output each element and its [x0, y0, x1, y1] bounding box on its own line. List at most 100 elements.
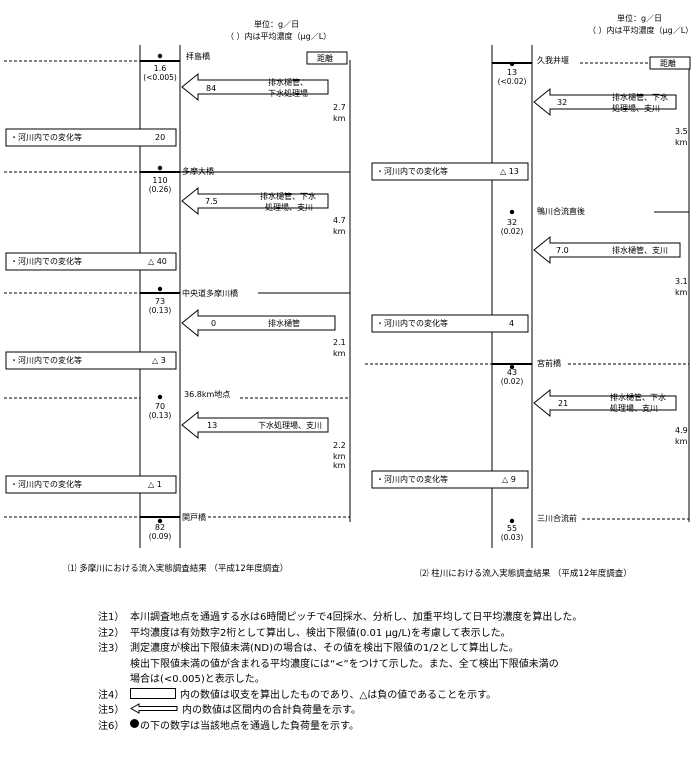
right-inflow-1-text2: 処理場、支川 [612, 103, 660, 113]
right-change-2-label: ・河川内での変化等 [376, 318, 448, 328]
note-6: 注6） の下の数字は当該地点を通過した負荷量を示す。 [98, 718, 688, 735]
left-point-2-name: 多摩大橋 [182, 166, 214, 176]
note-4: 注4） 内の数値は収支を算出したものであり、△は負の値であることを示す。 [98, 687, 688, 704]
notes-section: 注1） 本川調査地点を通過する水は6時間ピッチで4回採水、分析し、加重平均して日… [98, 610, 688, 734]
left-change-4-label: ・河川内での変化等 [10, 479, 82, 489]
left-inflow-2-text1: 排水樋管、下水 [260, 191, 316, 201]
left-inflow-1-text1: 排水樋管、 [268, 77, 308, 87]
right-point-4-load: 55 [507, 524, 517, 533]
left-point-3-name: 中央道多摩川橋 [182, 288, 238, 298]
left-inflow-1-value: 84 [206, 84, 216, 93]
left-point-dot [157, 394, 163, 400]
left-inflow-arrow-3 [181, 308, 336, 338]
right-inflow-arrow-1 [533, 87, 677, 117]
note-5-text: 内の数値は区間内の合計負荷量を示す。 [182, 705, 361, 716]
right-point-dot [509, 61, 515, 67]
note-1-text: 本川調査地点を通過する水は6時間ピッチで4回採水、分析し、加重平均して日平均濃度… [130, 612, 583, 623]
right-point-4-conc: (0.03) [501, 533, 524, 542]
note-4-text: 内の数値は収支を算出したものであり、△は負の値であることを示す。 [180, 689, 497, 701]
legend-box-icon [130, 687, 176, 699]
right-inflow-3-text1: 排水樋管、下水 [610, 392, 666, 402]
right-point-dot [509, 364, 515, 370]
note-6-text: の下の数字は当該地点を通過した負荷量を示す。 [140, 720, 359, 732]
left-point-dot [157, 286, 163, 292]
right-change-1-label: ・河川内での変化等 [376, 166, 448, 176]
left-point-1-load: 1.6 [154, 64, 167, 73]
left-distance-1-value: 2.7 [333, 103, 346, 112]
left-distance-3-value: 2.1 [333, 338, 346, 347]
right-caption: ⑵ 柱川における流入実態調査結果 （平成12年度調査） [420, 568, 632, 579]
left-change-2-label: ・河川内での変化等 [10, 256, 82, 266]
right-distance-1-unit: km [675, 138, 688, 147]
left-point-1-conc: (<0.005) [143, 73, 177, 82]
right-unit-line1: 単位：g／日 [617, 13, 662, 23]
left-point-4-load: 70 [155, 402, 165, 411]
right-inflow-3-text2: 処理場、支川 [610, 403, 658, 413]
right-point-3-name: 宮前橋 [537, 358, 561, 368]
left-distance-2-unit: km [333, 227, 346, 236]
left-point-5-load: 82 [155, 523, 165, 532]
legend-dot-icon [130, 718, 139, 728]
left-distance-2-value: 4.7 [333, 216, 346, 225]
right-change-3-label: ・河川内での変化等 [376, 474, 448, 484]
left-change-4-value: △ 1 [148, 480, 162, 489]
left-point-dot [157, 165, 163, 171]
left-point-dot [157, 518, 163, 524]
note-2-label: 注2） [98, 627, 125, 639]
left-change-box-4 [5, 475, 177, 494]
left-point-1-name: 拝島橋 [186, 51, 210, 61]
right-change-3-value: △ 9 [502, 475, 516, 484]
left-unit-line1: 単位：g／日 [254, 19, 299, 29]
right-distance-label: 距離 [660, 58, 676, 68]
left-inflow-3-text1: 排水樋管 [268, 318, 300, 328]
right-change-box-1 [371, 162, 529, 181]
right-distance-1-value: 3.5 [675, 127, 688, 136]
left-inflow-4-text1: 下水処理場、支川 [258, 420, 322, 430]
note-5: 注5） 内の数値は区間内の合計負荷量を示す。 [98, 703, 688, 719]
right-point-1-name: 久我井堰 [537, 55, 569, 65]
right-inflow-1-text1: 排水樋管、下水 [612, 92, 668, 102]
right-distance-box [649, 56, 691, 70]
note-3-label: 注3） [98, 643, 125, 654]
left-point-dot [157, 53, 163, 59]
left-point-3-conc: (0.13) [149, 306, 172, 315]
legend-arrow-icon [130, 703, 178, 714]
right-distance-2-unit: km [675, 288, 688, 297]
right-change-2-value: 4 [509, 319, 514, 328]
left-distance-4-unit2: km [333, 461, 346, 470]
left-inflow-2-text2: 処理場、支川 [265, 202, 313, 212]
right-point-2-conc: (0.02) [501, 227, 524, 236]
left-unit-line2: （ ）内は平均濃度（μg／L） [226, 31, 331, 41]
left-caption: ⑴ 多摩川における流入実態調査結果 （平成12年度調査） [68, 563, 288, 574]
left-change-box-2 [5, 252, 177, 271]
left-inflow-3-value: 0 [211, 319, 216, 328]
right-inflow-3-value: 21 [558, 399, 568, 408]
right-inflow-2-text1: 排水樋管、支川 [612, 245, 668, 255]
note-3: 注3） 測定濃度が検出下限値未満(ND)の場合は、その値を検出下限値の1/2とし… [98, 641, 688, 657]
right-point-1-conc: (<0.02) [498, 77, 527, 86]
right-point-4-name: 三川合流前 [537, 513, 577, 523]
left-change-box-3 [5, 351, 177, 370]
note-1-label: 注1） [98, 612, 125, 623]
left-distance-3-unit: km [333, 349, 346, 358]
note-3-cont2: 場合は(<0.005)と表示した。 [130, 674, 265, 685]
note-4-label: 注4） [98, 689, 125, 701]
right-inflow-2-value: 7.0 [556, 246, 569, 255]
left-distance-1-unit: km [333, 114, 346, 123]
left-point-2-conc: (0.26) [149, 185, 172, 194]
left-change-1-value: 20 [155, 133, 165, 142]
note-3-text: 測定濃度が検出下限値未満(ND)の場合は、その値を検出下限値の1/2として算出し… [130, 643, 519, 654]
note-5-label: 注5） [98, 705, 125, 716]
left-change-box-1 [5, 128, 177, 147]
left-change-2-value: △ 40 [148, 257, 167, 266]
right-inflow-arrow-2 [533, 235, 681, 265]
left-point-5-name: 関戸橋 [182, 512, 206, 522]
right-distance-3-unit: km [675, 437, 688, 446]
left-inflow-2-value: 7.5 [205, 197, 218, 206]
left-point-2-load: 110 [152, 176, 167, 185]
right-point-dot [509, 209, 515, 215]
left-point-4-name: 36.8km地点 [184, 389, 230, 399]
left-inflow-arrow-2 [181, 186, 329, 216]
note-1: 注1） 本川調査地点を通過する水は6時間ピッチで4回採水、分析し、加重平均して日… [98, 610, 688, 626]
left-point-4-conc: (0.13) [149, 411, 172, 420]
